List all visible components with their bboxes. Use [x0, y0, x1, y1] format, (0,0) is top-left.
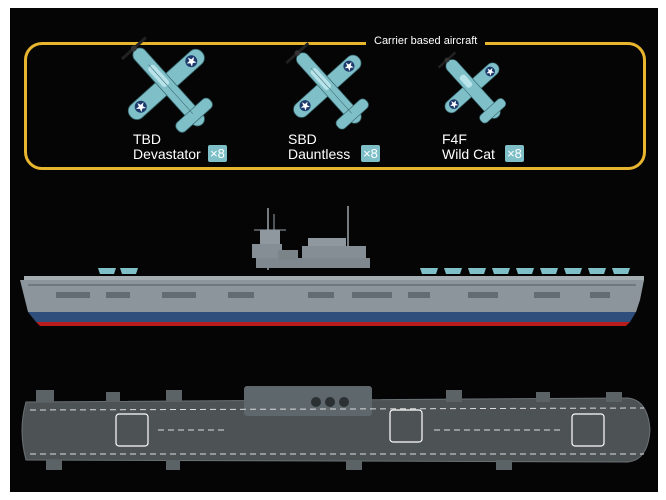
aircraft-panel-frame — [24, 42, 646, 170]
aircraft-code: SBD — [288, 131, 317, 147]
f4f-wildcat-icon — [437, 51, 507, 124]
aircraft-model: Dauntless — [288, 146, 351, 162]
quantity-badge: ×8 — [361, 145, 380, 162]
aircraft-model: Devastator — [133, 146, 201, 162]
aircraft-code: F4F — [442, 131, 467, 147]
aircraft-code: TBD — [133, 131, 161, 147]
tbd-devastator-icon — [120, 36, 213, 133]
aircraft-name: F4F Wild Cat — [442, 132, 495, 162]
aircraft-model: Wild Cat — [442, 146, 495, 162]
quantity-badge: ×8 — [505, 145, 524, 162]
aircraft-name: SBD Dauntless — [288, 132, 350, 162]
quantity-badge: ×8 — [208, 145, 227, 162]
aircraft-name: TBD Devastator — [133, 132, 201, 162]
carrier-deck-plan — [21, 386, 651, 470]
panel-title: Carrier based aircraft — [366, 33, 486, 49]
carrier-side-profile — [20, 206, 644, 326]
illustration-canvas: Carrier based aircraft TBD Devastator ×8 — [10, 8, 658, 492]
sbd-dauntless-icon — [285, 42, 369, 130]
